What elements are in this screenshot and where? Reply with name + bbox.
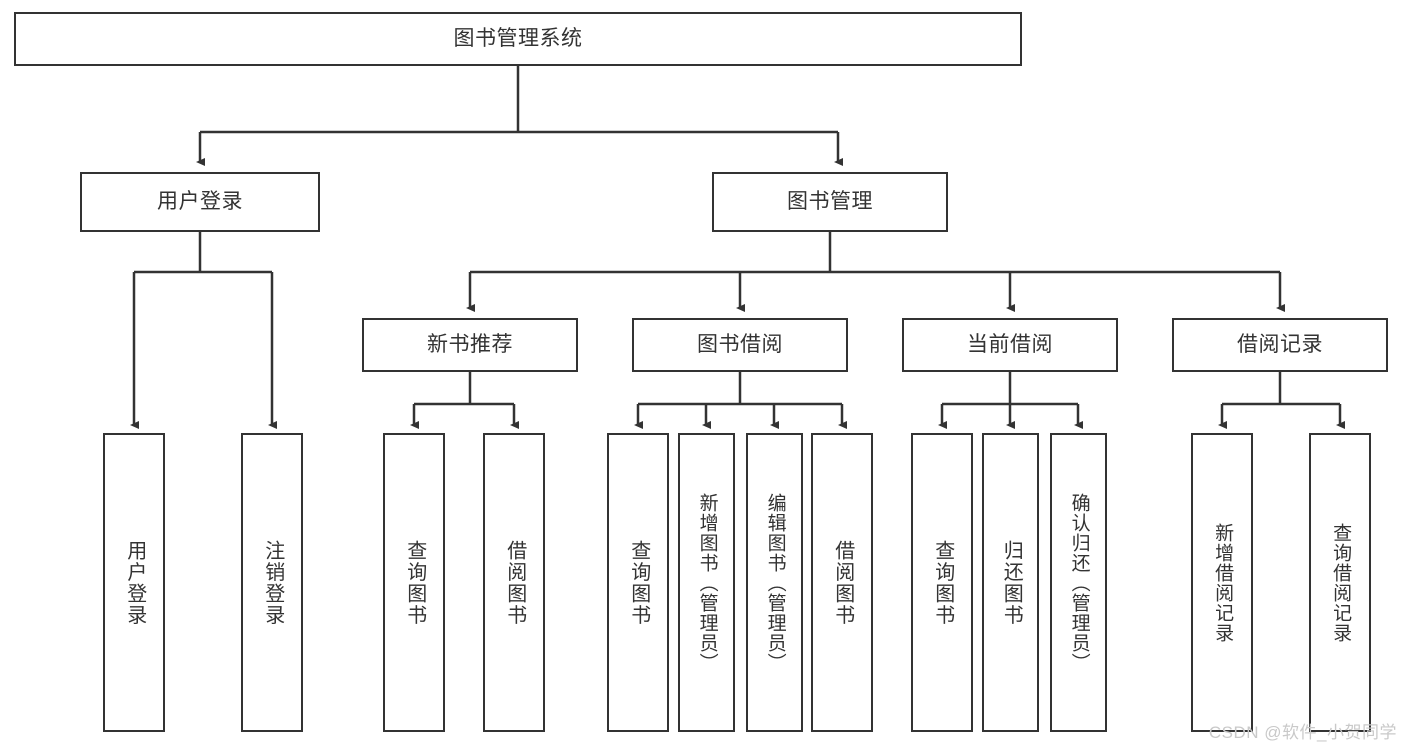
leaf-borrow-book-1-label: 借阅图书 [503,539,526,626]
node-borrow-records[interactable]: 借阅记录 [1172,318,1388,372]
node-root-label: 图书管理系统 [453,27,583,51]
leaf-query-book-2[interactable]: 查询图书 [607,433,669,732]
leaf-user-login[interactable]: 用户登录 [103,433,165,732]
leaf-query-book-2-label: 查询图书 [627,539,650,626]
leaf-query-book-1-label: 查询图书 [403,539,426,626]
leaf-query-book-3[interactable]: 查询图书 [911,433,973,732]
node-user-login[interactable]: 用户登录 [80,172,320,232]
csdn-watermark: CSDN @软件_小贺同学 [1208,723,1397,742]
node-new-book-recommend-label: 新书推荐 [427,333,513,357]
node-book-management[interactable]: 图书管理 [712,172,948,232]
node-borrow-records-label: 借阅记录 [1237,333,1323,357]
node-root[interactable]: 图书管理系统 [14,12,1022,66]
leaf-return-book-label: 归还图书 [1000,539,1023,626]
leaf-query-borrow-record-label: 查询借阅记录 [1330,522,1352,643]
leaf-query-book-1[interactable]: 查询图书 [383,433,445,732]
leaf-add-borrow-record-label: 新增借阅记录 [1212,522,1234,643]
leaf-confirm-return-admin-label: 确认归还（管理员） [1068,492,1090,673]
leaf-edit-book-admin-label: 编辑图书（管理员） [764,492,786,673]
leaf-edit-book-admin[interactable]: 编辑图书（管理员） [746,433,803,732]
leaf-logout-label: 注销登录 [261,539,284,626]
leaf-return-book[interactable]: 归还图书 [982,433,1039,732]
leaf-confirm-return-admin[interactable]: 确认归还（管理员） [1050,433,1107,732]
node-book-management-label: 图书管理 [787,190,873,214]
node-book-borrow[interactable]: 图书借阅 [632,318,848,372]
leaf-logout[interactable]: 注销登录 [241,433,303,732]
node-book-borrow-label: 图书借阅 [697,333,783,357]
leaf-query-borrow-record[interactable]: 查询借阅记录 [1309,433,1371,732]
node-current-borrow[interactable]: 当前借阅 [902,318,1118,372]
leaf-borrow-book-1[interactable]: 借阅图书 [483,433,545,732]
node-user-login-label: 用户登录 [157,190,243,214]
leaf-add-book-admin-label: 新增图书（管理员） [696,492,718,673]
leaf-borrow-book-2-label: 借阅图书 [831,539,854,626]
leaf-user-login-label: 用户登录 [123,539,146,626]
node-new-book-recommend[interactable]: 新书推荐 [362,318,578,372]
leaf-borrow-book-2[interactable]: 借阅图书 [811,433,873,732]
leaf-add-book-admin[interactable]: 新增图书（管理员） [678,433,735,732]
leaf-add-borrow-record[interactable]: 新增借阅记录 [1191,433,1253,732]
leaf-query-book-3-label: 查询图书 [931,539,954,626]
node-current-borrow-label: 当前借阅 [967,333,1053,357]
